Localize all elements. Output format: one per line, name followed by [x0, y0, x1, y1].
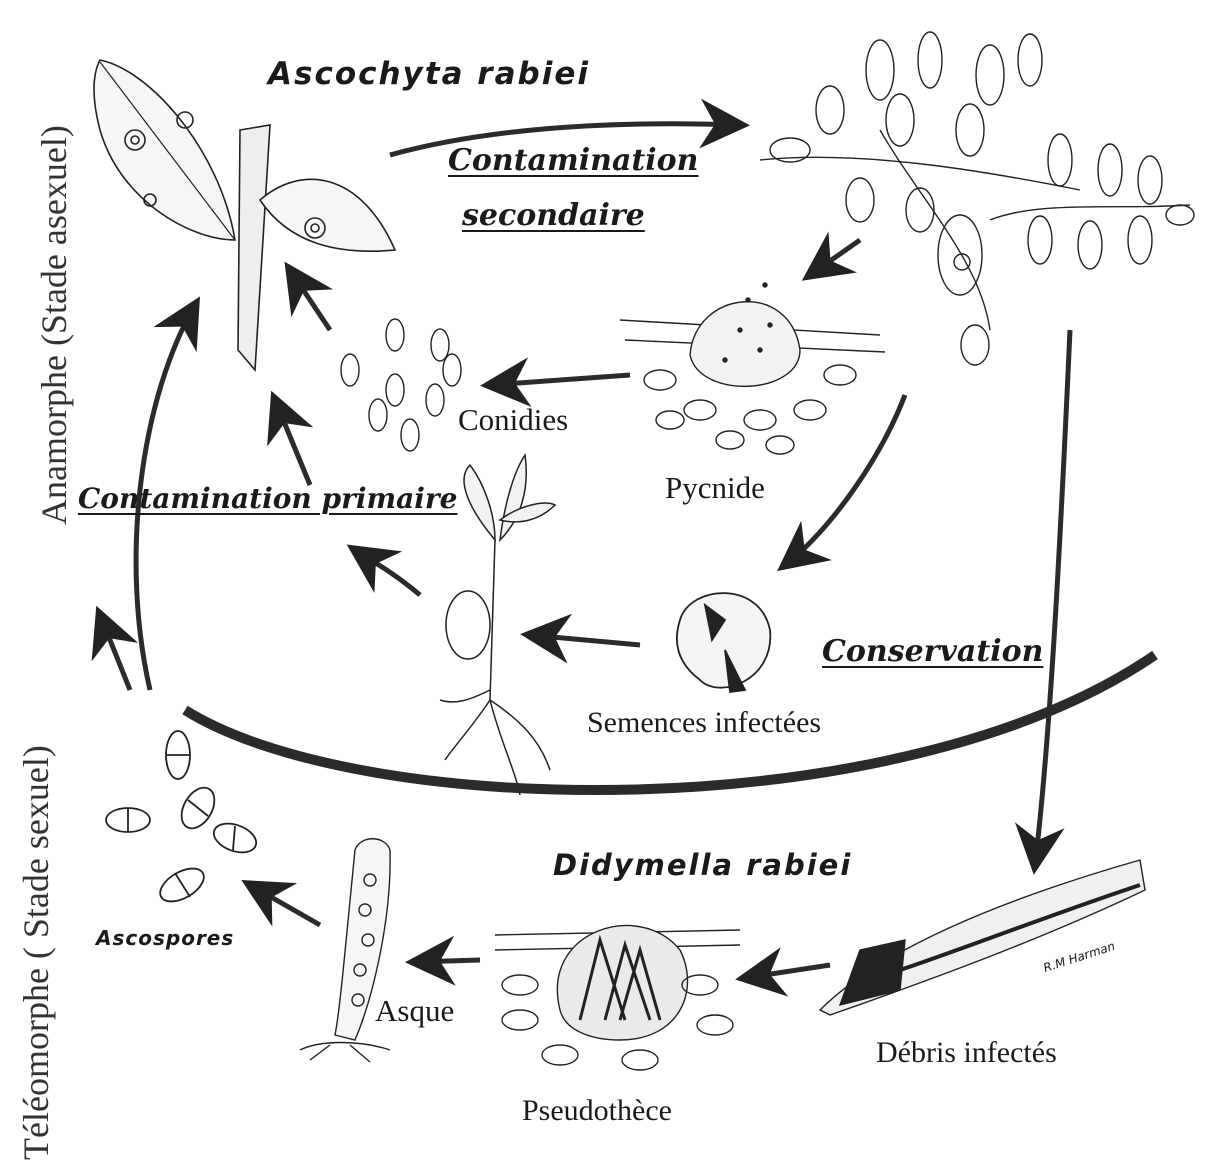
arrow-asque-to-ascospores	[250, 885, 320, 925]
pseudothece-illustration	[495, 926, 740, 1070]
contamination-secondaire-label-line1: Contamination	[448, 143, 698, 178]
infected-seed-illustration	[677, 593, 770, 692]
asque-label: Asque	[375, 993, 454, 1029]
chickpea-plant-illustration	[760, 32, 1194, 365]
ascochyta-rabiei-label: Ascochyta rabiei	[268, 56, 590, 92]
arrow-ascospores-up	[100, 615, 130, 690]
contamination-secondaire-label-line2: secondaire	[462, 198, 645, 233]
arrow-seedling-to-leaves	[355, 550, 420, 595]
didymella-rabiei-label: Didymella rabiei	[553, 848, 852, 882]
debris-illustration	[820, 860, 1145, 1015]
ascospores-illustration	[106, 731, 260, 908]
conservation-label: Conservation	[822, 634, 1043, 669]
anamorphe-stage-label: Anamorphe (Stade asexuel)	[33, 125, 75, 525]
conidies-label: Conidies	[458, 402, 568, 438]
arrow-plant-to-pycnide	[810, 240, 860, 275]
ascospores-label: Ascospores	[96, 926, 234, 950]
arrow-pycnide-to-conidies	[490, 375, 630, 385]
arrow-conidies-to-leaves	[290, 270, 330, 330]
arrow-debris-to-pseudothece	[745, 965, 830, 978]
arrow-plant-to-debris	[1035, 330, 1070, 865]
teleomorphe-stage-label: Téléomorphe ( Stade sexuel)	[15, 745, 57, 1160]
arrow-seedling-up	[275, 400, 310, 485]
infected-leaves-illustration	[94, 60, 395, 370]
contamination-primaire-label: Contamination primaire	[78, 482, 457, 515]
pseudothece-label: Pseudothèce	[522, 1094, 672, 1128]
pycnide-illustration	[620, 283, 885, 454]
pycnide-label: Pycnide	[665, 470, 765, 506]
debris-infectes-label: Débris infectés	[876, 1036, 1057, 1070]
arrow-seed-to-seedling	[530, 635, 640, 645]
semences-infectees-label: Semences infectées	[587, 706, 821, 740]
arrow-pycnide-to-seed	[785, 395, 905, 565]
conidia-illustration	[341, 319, 461, 451]
arrow-pseudothece-to-asque	[415, 960, 480, 962]
